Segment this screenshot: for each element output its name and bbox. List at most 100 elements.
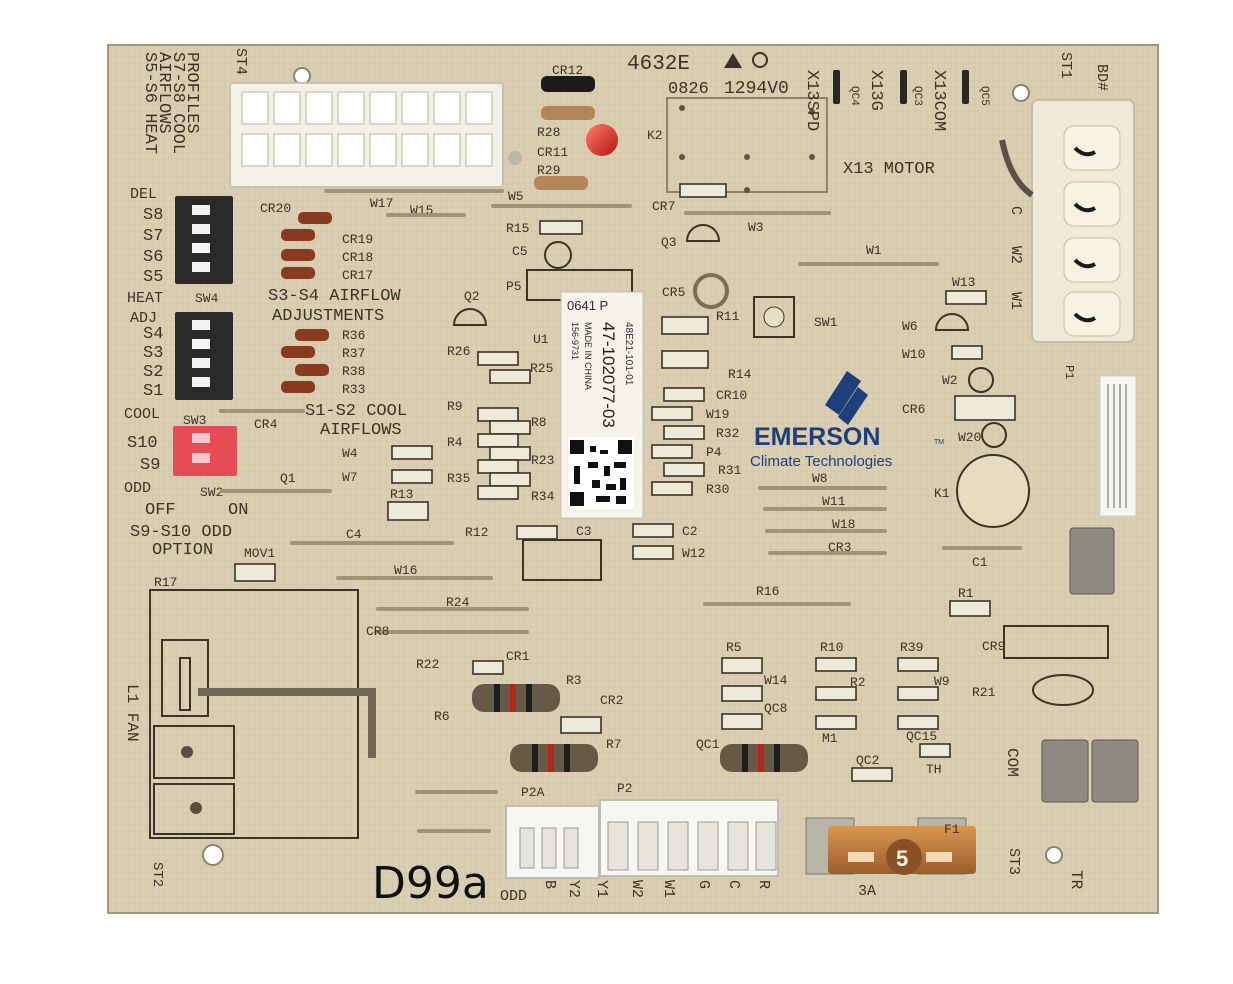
- svg-text:HEAT: HEAT: [127, 290, 163, 307]
- svg-text:W1: W1: [1007, 292, 1024, 310]
- top-code: 4632E: [627, 53, 690, 76]
- svg-text:S1-S2 COOL: S1-S2 COOL: [305, 402, 407, 421]
- resistor-r28: [541, 106, 595, 120]
- date-code: 0826: [668, 80, 709, 99]
- sticker-line2: 48E21-101-01: [623, 322, 634, 386]
- x13-motor-label: X13 MOTOR: [843, 160, 935, 179]
- r28-label: R28: [537, 125, 560, 140]
- terminal-block-p2[interactable]: [599, 799, 779, 877]
- w1-label: W1: [866, 243, 882, 258]
- sticker-line5: 156-9731: [570, 322, 580, 360]
- k2-label: K2: [647, 128, 663, 143]
- button-sw1[interactable]: [753, 296, 795, 338]
- p2-label: P2: [617, 781, 633, 796]
- svg-text:Y1: Y1: [593, 880, 610, 898]
- x13com-label: X13COM: [929, 70, 948, 131]
- w20-label: W16: [394, 563, 417, 578]
- w18-label: R16: [756, 584, 779, 599]
- cr2-label: QC8: [764, 701, 787, 716]
- bd-label: BD#: [1093, 64, 1110, 91]
- cr12-label: CR12: [552, 63, 583, 78]
- svg-text:SW2: SW2: [200, 485, 223, 500]
- r34-label: R30: [706, 482, 729, 497]
- svg-text:R36: R36: [342, 328, 365, 343]
- dip-switch-sw2[interactable]: [173, 426, 237, 476]
- p2a-label: P2A: [521, 785, 545, 800]
- svg-text:R38: R38: [342, 364, 365, 379]
- led-cr11: [586, 124, 618, 156]
- svg-text:R37: R37: [342, 346, 365, 361]
- dip-switch-sw4[interactable]: [175, 196, 233, 284]
- q3-label: Q3: [661, 235, 677, 250]
- recycle-icon: [752, 52, 768, 68]
- transistors: [452, 224, 1094, 706]
- power-resistors: [472, 684, 808, 772]
- cr8-label: CR2: [600, 693, 623, 708]
- r7-label: QC15: [906, 729, 937, 744]
- side-text-line1: S5-S6 HEAT: [140, 52, 159, 154]
- side-text-line3: S7-S8 COOL: [168, 52, 187, 154]
- svg-text:R: R: [755, 880, 772, 889]
- svg-text:C: C: [1007, 206, 1024, 215]
- c5-label: C5: [512, 244, 528, 259]
- svg-text:CR17: CR17: [342, 268, 373, 283]
- svg-text:OFF: OFF: [145, 501, 176, 520]
- warning-triangle-icon: [724, 53, 742, 68]
- r18-label: R9: [447, 399, 463, 414]
- side-sticker: [1099, 375, 1137, 517]
- w13-label: W11: [822, 494, 846, 509]
- r5-label: QC1: [696, 737, 720, 752]
- r37-label: R23: [531, 453, 554, 468]
- svg-text:SW3: SW3: [183, 413, 206, 428]
- r35-label: R31: [718, 463, 742, 478]
- header-p4: [522, 539, 602, 581]
- fuse-label: F1: [944, 822, 960, 837]
- q2-label: Q2: [464, 289, 480, 304]
- svg-text:S8: S8: [143, 206, 163, 225]
- emerson-tm: TM: [934, 439, 944, 446]
- svg-text:S5: S5: [143, 268, 163, 287]
- svg-text:S9-S10 ODD: S9-S10 ODD: [130, 523, 232, 542]
- terminal-pin-labels: ODD B Y2 Y1 W2 W1 G C R: [500, 880, 772, 905]
- side-text: S5-S6 HEAT AIRFLOWS S7-S8 COOL PROFILES: [140, 52, 201, 154]
- svg-text:ODD: ODD: [124, 480, 151, 497]
- terminal-block-p2a[interactable]: [505, 805, 600, 879]
- r22-label: R39: [900, 640, 923, 655]
- plug-labels: C W2 W1: [1007, 206, 1024, 310]
- r14-label: R14: [728, 367, 752, 382]
- svg-text:CR20: CR20: [260, 201, 291, 216]
- r1-label: R7: [606, 737, 622, 752]
- svg-text:S9: S9: [140, 456, 160, 475]
- r26-label: W4: [342, 446, 358, 461]
- resistor-r29: [534, 176, 588, 190]
- svg-text:ODD: ODD: [500, 888, 527, 905]
- r19-label: R26: [447, 344, 470, 359]
- r15-label: R15: [506, 221, 529, 236]
- svg-text:C: C: [725, 880, 742, 889]
- c2-label: K1: [934, 486, 950, 501]
- cr1-label: W14: [764, 673, 788, 688]
- u1-label: U1: [533, 332, 549, 347]
- w17-label: W17: [370, 196, 393, 211]
- r29-label: R29: [537, 163, 560, 178]
- cr7-label: CR7: [652, 199, 675, 214]
- svg-text:S2: S2: [143, 363, 163, 382]
- w4-label: CR4: [254, 417, 278, 432]
- diode-cr12: [541, 76, 595, 92]
- cr3-label: R1: [958, 586, 974, 601]
- x13g-label: X13G: [866, 70, 885, 111]
- q1-label: W6: [902, 319, 918, 334]
- st4-label: ST4: [232, 48, 249, 75]
- sticker-line4: MADE IN CHINA: [583, 322, 593, 390]
- p1-label: P1: [1062, 365, 1076, 379]
- w12-label: W8: [812, 471, 828, 486]
- r17-label: CR1: [506, 649, 530, 664]
- button-sw1-cap[interactable]: [763, 306, 785, 328]
- r4-label: R32: [716, 426, 739, 441]
- dip-switch-sw3[interactable]: [175, 312, 233, 400]
- svg-text:DEL: DEL: [130, 186, 157, 203]
- svg-text:S6: S6: [143, 248, 163, 267]
- emerson-brand: EMERSON: [754, 423, 880, 451]
- r32-label: R12: [465, 525, 488, 540]
- r25-label: W7: [342, 470, 358, 485]
